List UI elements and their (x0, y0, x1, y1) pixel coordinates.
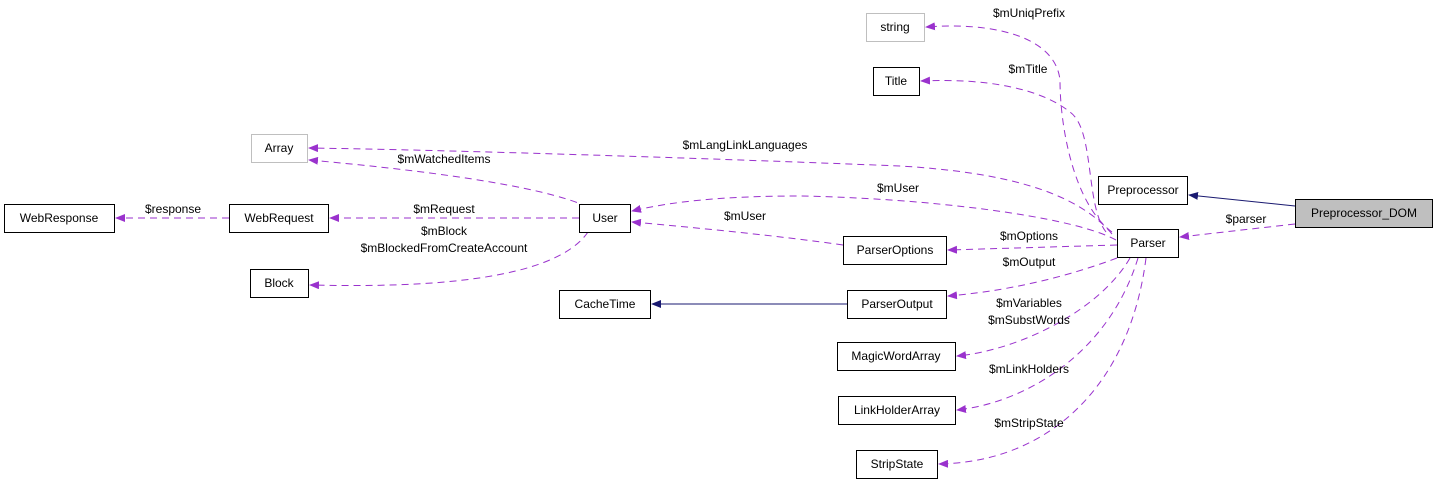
edge-parser-parseroptions (947, 244, 1118, 254)
node-label: StripState (871, 457, 924, 471)
node-string[interactable]: string (866, 13, 925, 42)
node-label: MagicWordArray (851, 349, 940, 363)
edge-parseroptions-user (631, 218, 844, 246)
edge-label: $mOutput (1003, 255, 1056, 269)
node-stripstate[interactable]: StripState (856, 450, 938, 479)
edge-label: $mLangLinkLanguages (683, 138, 808, 152)
node-array[interactable]: Array (251, 134, 308, 163)
edge-label: $mUser (724, 209, 766, 223)
edge-label: $mWatchedItems (398, 152, 491, 166)
node-label: CacheTime (575, 297, 636, 311)
node-label: Parser (1130, 236, 1165, 250)
edge-label: $response (145, 202, 201, 216)
edge-parser-stripstate (938, 257, 1147, 468)
edge-label: $mTitle (1009, 62, 1048, 76)
edge-label: $mOptions (1000, 229, 1058, 243)
node-preprocessor-dom[interactable]: Preprocessor_DOM (1295, 199, 1433, 228)
edge-label: $mLinkHolders (989, 362, 1069, 376)
node-label: string (880, 20, 909, 34)
edge-user-array (308, 156, 589, 208)
edge-user-block (309, 231, 589, 290)
edge-parser-array (308, 144, 1113, 235)
node-parser[interactable]: Parser (1117, 229, 1179, 258)
node-webresponse[interactable]: WebResponse (4, 204, 115, 233)
edge-label: $mStripState (994, 416, 1064, 430)
edge-label: $mUniqPrefix (993, 6, 1065, 20)
edge-parser-title (920, 76, 1107, 233)
node-label: WebRequest (244, 211, 314, 225)
edge-label: $mUser (877, 181, 919, 195)
node-label: Title (885, 74, 908, 88)
node-webrequest[interactable]: WebRequest (229, 204, 329, 233)
node-label: Block (264, 276, 294, 290)
node-label: Preprocessor (1107, 183, 1178, 197)
node-label: WebResponse (20, 211, 99, 225)
node-block[interactable]: Block (250, 269, 309, 298)
node-label: User (592, 211, 617, 225)
edge-label: $mSubstWords (988, 313, 1070, 327)
inherit-preprocessordom-preprocessor (1188, 191, 1296, 207)
node-cachetime[interactable]: CacheTime (559, 290, 651, 319)
edge-label: $mVariables (996, 296, 1062, 310)
node-preprocessor[interactable]: Preprocessor (1098, 176, 1188, 205)
node-title[interactable]: Title (873, 67, 920, 96)
node-label: Preprocessor_DOM (1311, 206, 1417, 220)
edge-label: $mBlockedFromCreateAccount (361, 241, 528, 255)
edge-parser-parseroutput (947, 257, 1118, 300)
edge-preprocessordom-parser (1179, 223, 1296, 240)
edge-label: $mBlock (421, 224, 468, 238)
node-label: ParserOutput (861, 297, 933, 311)
node-label: Array (265, 141, 294, 155)
edge-label: $parser (1226, 212, 1267, 226)
edge-parser-user (631, 195, 1117, 241)
node-linkholderarray[interactable]: LinkHolderArray (838, 396, 956, 425)
node-parseroptions[interactable]: ParserOptions (843, 236, 947, 265)
edge-parser-linkholderarray (956, 257, 1139, 413)
edge-parser-string (925, 22, 1113, 233)
edge-parser-magicwordarray (956, 257, 1131, 360)
node-parseroutput[interactable]: ParserOutput (847, 290, 947, 319)
node-user[interactable]: User (579, 204, 631, 233)
edge-label: $mRequest (413, 202, 475, 216)
node-label: LinkHolderArray (854, 403, 940, 417)
node-magicwordarray[interactable]: MagicWordArray (837, 342, 956, 371)
node-label: ParserOptions (857, 243, 934, 257)
